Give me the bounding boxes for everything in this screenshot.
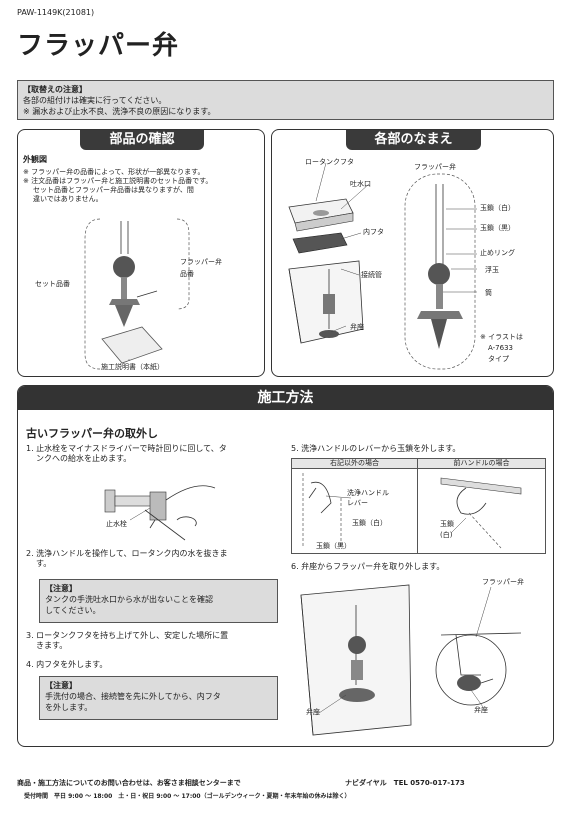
parts-note-2c: 違いではありません。 [33, 195, 103, 203]
parts-check-panel: 部品の確認 [17, 129, 265, 377]
exterior-label: 外観図 [23, 155, 47, 164]
label-handle-lever-2: レバー [347, 499, 368, 507]
step2-line-b: す。 [36, 559, 52, 568]
procedure-title: 施工方法 [257, 390, 314, 406]
footer-navi-dial: ナビダイヤル TEL 0570-017-173 [345, 779, 465, 787]
step2-line-a: 2. 洗浄ハンドルを操作して、ロータンク内の水を抜きま [26, 549, 228, 558]
label-inner-lid: 内フタ [363, 228, 384, 236]
label-chain-2: (白) [440, 531, 453, 539]
illus-note-2: A-7633 [488, 344, 513, 352]
procedure-subtitle: 古いフラッパー弁の取外し [26, 427, 158, 440]
step1-text: 1. 止水栓をマイナスドライバーで時計回りに回して、タ ンクへの給水を止めます。 [26, 444, 286, 464]
label-stop-ring: 止めリング [480, 249, 515, 257]
step2-caution: 【注意】 タンクの手洗吐水口から水が出ないことを確認 してください。 [39, 579, 278, 623]
step4-caution-heading: 【注意】 [45, 681, 77, 690]
caution-line1: 各部の組付けは確実に行ってください。 [23, 96, 167, 105]
step4-caution-line1: 手洗付の場合、接続管を先に外してから、内フタ [45, 692, 221, 701]
step2-caution-heading: 【注意】 [45, 584, 77, 593]
label-chain-white: 玉鎖（白） [480, 204, 515, 212]
case-left-box: 右記以外の場合 [291, 458, 418, 554]
label-handle-lever-1: 洗浄ハンドル [347, 489, 389, 497]
label-hinban: 品番 [180, 270, 194, 278]
parts-note-2a: ※ 注文品番はフラッパー弁と施工説明書のセット品番です。 [23, 177, 213, 185]
toilet-tank-exploded-diagram [288, 162, 477, 370]
label-shutoff-valve: 止水栓 [106, 520, 127, 528]
caution-line2: ※ 漏水および止水不良、洗浄不良の原因になります。 [23, 107, 216, 116]
label-spout: 吐水口 [350, 180, 371, 188]
parts-note-2b: セット品番とフラッパー弁品番は異なりますが、間 [33, 186, 194, 194]
step2-text: 2. 洗浄ハンドルを操作して、ロータンク内の水を抜きま す。 [26, 549, 286, 569]
step3-text: 3. ロータンクフタを持ち上げて外し、安定した場所に置 きます。 [26, 631, 286, 651]
step3-line-a: 3. ロータンクフタを持ち上げて外し、安定した場所に置 [26, 631, 229, 640]
label-seat-right: 弁座 [474, 706, 488, 714]
product-code: PAW-1149K(21081) [17, 8, 95, 17]
step2-caution-line1: タンクの手洗吐水口から水が出ないことを確認 [45, 595, 213, 604]
procedure-header-bar [18, 386, 553, 410]
part-names-panel: 各部のなまえ [271, 129, 554, 377]
footer-hours: 受付時間 平日 9:00 ～ 18:00 土・日・祝日 9:00 ～ 17:00… [24, 793, 351, 800]
parts-note-1: ※ フラッパー弁の品番によって、形状が一部異なります。 [23, 168, 205, 176]
step4-caution: 【注意】 手洗付の場合、接続管を先に外してから、内フタ を外します。 [39, 676, 278, 720]
label-flapper-valve: フラッパー弁 [414, 163, 456, 171]
label-seat-left: 弁座 [306, 708, 320, 716]
step4-text: 4. 内フタを外します。 [26, 660, 108, 669]
step2-caution-line2: してください。 [45, 606, 101, 615]
footer-inquiry: 商品・施工方法についてのお問い合わせは、お客さま相談センターまで [17, 779, 241, 787]
caution-heading: 【取替えの注意】 [23, 85, 87, 94]
step6-text: 6. 弁座からフラッパー弁を取り外します。 [291, 562, 445, 571]
label-chain-black-step5: 玉鎖（黒） [316, 542, 351, 550]
parts-check-title: 部品の確認 [80, 130, 204, 150]
case-right-box: 前ハンドルの場合 [418, 458, 546, 554]
label-connector: 接続管 [361, 271, 382, 279]
label-low-tank-lid: ロータンクフタ [305, 158, 354, 166]
label-chain-1: 玉鎖 [440, 520, 454, 528]
procedure-panel: 施工方法 [17, 385, 554, 747]
step4-caution-line2: を外します。 [45, 703, 93, 712]
case-left-label: 右記以外の場合 [292, 459, 417, 469]
illus-note-1: ※ イラストは [480, 333, 523, 341]
shutoff-valve-diagram [104, 485, 216, 541]
page-title: フラッパー弁 [17, 31, 180, 61]
step1-line-b: ンクへの給水を止めます。 [36, 454, 132, 463]
step3-line-b: きます。 [36, 641, 68, 650]
flapper-removal-diagram [300, 584, 522, 736]
label-chain-white-step5: 玉鎖（白） [352, 519, 387, 527]
step5-text: 5. 洗浄ハンドルのレバーから玉鎖を外します。 [291, 444, 461, 453]
illus-note-3: タイプ [488, 355, 509, 363]
label-set-hinban: セット品番 [35, 280, 70, 288]
case-right-label: 前ハンドルの場合 [418, 459, 545, 469]
part-names-title: 各部のなまえ [346, 130, 481, 150]
chain-removal-diagram [302, 473, 522, 549]
parts-diagram [84, 218, 190, 370]
label-rod: 筒 [485, 289, 492, 297]
label-float: 浮玉 [485, 266, 499, 274]
label-manual: 施工説明書（本紙） [101, 363, 164, 371]
label-flapper: フラッパー弁 [180, 258, 222, 266]
label-chain-black: 玉鎖（黒） [480, 224, 515, 232]
parts-notes: ※ フラッパー弁の品番によって、形状が一部異なります。 ※ 注文品番はフラッパー… [23, 168, 261, 204]
caution-box: 【取替えの注意】 各部の組付けは確実に行ってください。 ※ 漏水および止水不良、… [17, 80, 554, 120]
label-valve-seat: 弁座 [350, 323, 364, 331]
step1-line-a: 1. 止水栓をマイナスドライバーで時計回りに回して、タ [26, 444, 227, 453]
label-flapper-step6: フラッパー弁 [482, 578, 524, 586]
